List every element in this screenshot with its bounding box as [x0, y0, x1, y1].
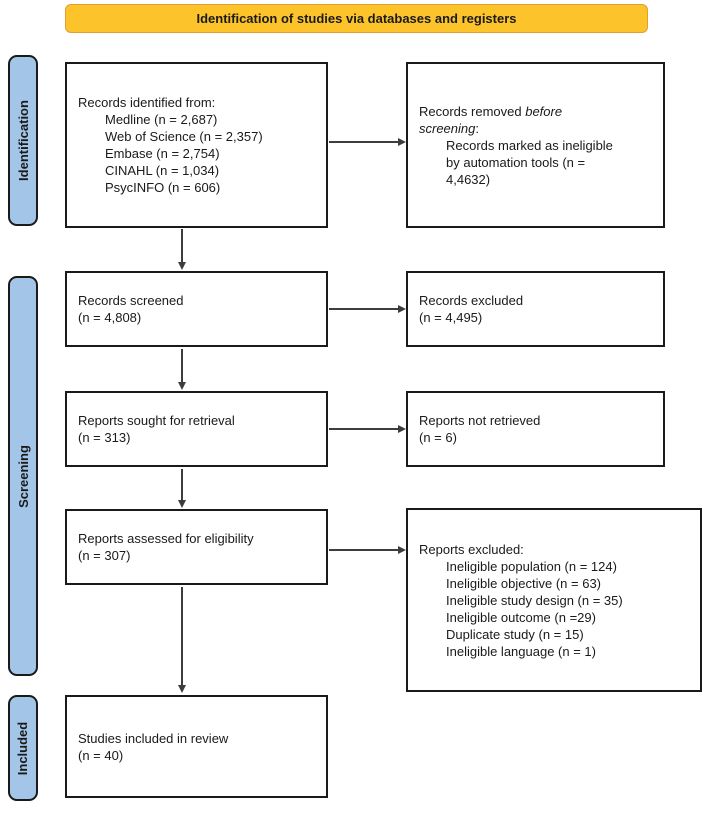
- arrow-assessed-to-reports-excluded: [329, 546, 406, 554]
- box-line: (n = 313): [78, 430, 131, 445]
- box-list-item: CINAHL (n = 1,034): [105, 163, 220, 178]
- banner: Identification of studies via databases …: [65, 4, 648, 33]
- box-list-item: Ineligible population (n = 124): [446, 558, 617, 574]
- box-item-list: Medline (n = 2,687) Web of Science (n = 2…: [78, 111, 316, 196]
- box-records-identified: Records identified from: Medline (n = 2,…: [65, 62, 328, 228]
- title-suffix-text: :: [475, 120, 479, 136]
- arrow-identified-to-screened: [178, 229, 186, 270]
- box-line: Records screened: [78, 293, 184, 308]
- box-records-screened: Records screened (n = 4,808): [65, 271, 328, 347]
- box-line: (n = 6): [419, 430, 457, 445]
- arrow-screened-to-sought: [178, 349, 186, 390]
- box-line: (n = 40): [78, 747, 124, 763]
- title-normal-text: Records removed: [419, 103, 526, 119]
- box-line-list: Studies included in review(n = 40): [78, 730, 316, 764]
- box-records-excluded: Records excluded (n = 4,495): [406, 271, 665, 347]
- arrow-assessed-to-included: [178, 587, 186, 693]
- box-title: Reports excluded:: [419, 541, 524, 557]
- box-line-list: Reports assessed for eligibility (n = 307…: [78, 530, 316, 564]
- box-list-item: PsycINFO (n = 606): [105, 180, 221, 195]
- stage-label-identification: Identification: [8, 55, 38, 226]
- box-list-item: Records marked as ineligible by automati…: [446, 137, 613, 187]
- box-reports-sought: Reports sought for retrieval (n = 313): [65, 391, 328, 467]
- box-line-list: Records screened (n = 4,808): [78, 292, 316, 326]
- box-reports-assessed: Reports assessed for eligibility (n = 307…: [65, 509, 328, 585]
- arrow-identified-to-removed: [329, 138, 406, 146]
- box-line: Reports assessed for eligibility: [78, 531, 254, 546]
- stage-label-screening-text: Screening: [15, 444, 31, 508]
- box-studies-included: Studies included in review(n = 40): [65, 695, 328, 798]
- box-line: Reports not retrieved: [419, 413, 541, 428]
- banner-title: Identification of studies via databases …: [196, 11, 517, 26]
- box-line: Reports sought for retrieval: [78, 413, 235, 428]
- box-list-item: Ineligible study design (n = 35): [446, 592, 623, 608]
- box-list-item: Medline (n = 2,687): [105, 112, 218, 127]
- stage-label-included: Included: [8, 695, 38, 801]
- box-records-removed: Records removed before screening: Record…: [406, 62, 665, 228]
- box-list-item: Embase (n = 2,754): [105, 146, 220, 161]
- box-list-item: Ineligible language (n = 1): [446, 643, 596, 659]
- box-line-list: Reports sought for retrieval (n = 313): [78, 412, 316, 446]
- box-title: Records identified from:: [78, 95, 216, 110]
- arrow-sought-to-not-retrieved: [329, 425, 406, 433]
- box-line: Studies included in review: [78, 730, 229, 746]
- box-line-list: Records excluded (n = 4,495): [419, 292, 653, 326]
- box-line: (n = 307): [78, 548, 131, 563]
- box-list-item: Web of Science (n = 2,357): [105, 129, 263, 144]
- stage-label-included-text: Included: [15, 721, 31, 775]
- arrow-screened-to-excluded: [329, 305, 406, 313]
- box-title: Records removed before screening:: [419, 103, 594, 137]
- box-reports-excluded: Reports excluded: Ineligible population …: [406, 508, 702, 692]
- box-list-item: Duplicate study (n = 15): [446, 626, 584, 642]
- box-item-list: Records marked as ineligible by automati…: [419, 137, 653, 188]
- box-list-item: Ineligible objective (n = 63): [446, 575, 602, 591]
- box-item-list: Ineligible population (n = 124)Ineligibl…: [419, 558, 690, 660]
- stage-label-screening: Screening: [8, 276, 38, 676]
- box-line-list: Reports not retrieved (n = 6): [419, 412, 653, 446]
- title-italic-text: before screening: [419, 103, 563, 136]
- box-line: (n = 4,808): [78, 310, 142, 325]
- box-line: (n = 4,495): [419, 310, 483, 325]
- box-list-item: Ineligible outcome (n =29): [446, 609, 596, 625]
- box-line: Records excluded: [419, 293, 524, 308]
- box-reports-not-retrieved: Reports not retrieved (n = 6): [406, 391, 665, 467]
- stage-label-identification-text: Identification: [15, 100, 31, 181]
- arrow-sought-to-assessed: [178, 469, 186, 508]
